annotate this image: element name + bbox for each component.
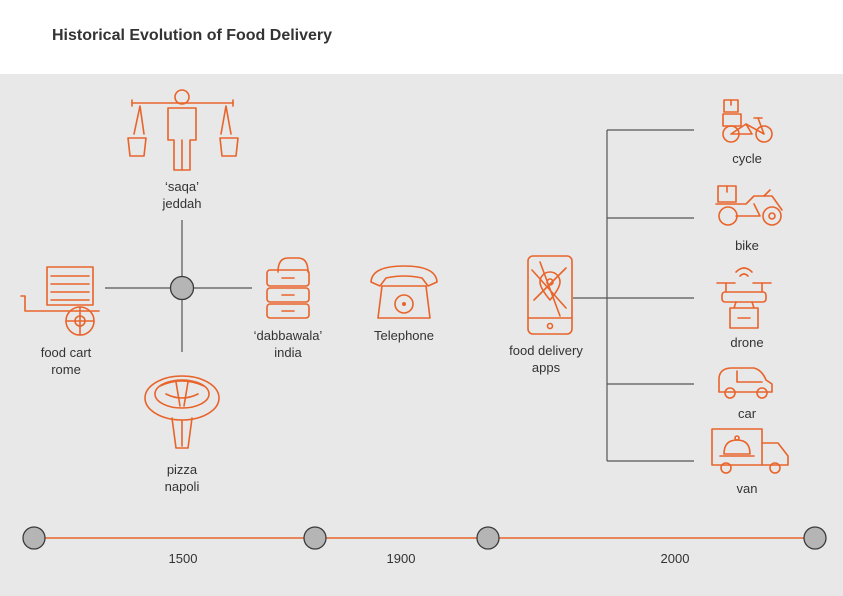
label-line: apps [531,360,561,375]
label-line: napoli [164,479,200,494]
diagram-panel [0,74,843,596]
label-apps: food delivery apps [496,342,596,376]
label-cycle: cycle [732,151,762,166]
vehicle-tree-connector [573,129,694,462]
water-carrier-icon [127,89,239,171]
label-line: food cart [40,345,92,360]
label-food-cart: food cart rome [26,344,106,378]
food-cart-icon [20,266,100,336]
smartphone-map-icon [527,255,573,335]
telephone-icon [370,265,438,319]
motorbike-icon [715,185,783,226]
label-line: Telephone [374,328,434,343]
drone-icon [716,267,772,329]
van-icon [711,428,789,474]
label-line: food delivery [509,343,583,358]
label-bike: bike [735,238,759,253]
timeline-node [803,526,827,550]
pizza-oven-icon [144,375,220,449]
label-line: rome [51,362,81,377]
cross-connector [105,220,252,352]
car-icon [718,367,773,399]
timeline-node [303,526,327,550]
label-line: ‘saqa’ [165,179,199,194]
timeline-node [476,526,500,550]
tiffin-box-icon [266,257,310,319]
page-title: Historical Evolution of Food Delivery [52,27,333,44]
label-line: pizza [166,462,198,477]
label-drone: drone [730,335,764,350]
bicycle-icon [722,99,773,143]
timeline-label-1500: 1500 [168,551,198,566]
label-telephone: Telephone [354,327,454,344]
timeline-label-2000: 2000 [660,551,690,566]
label-saqa: ‘saqa’ jeddah [142,178,222,212]
cross-node [169,275,195,301]
timeline-label-1900: 1900 [386,551,416,566]
label-car: car [737,406,757,421]
label-line: india [274,345,302,360]
label-pizza: pizza napoli [142,461,222,495]
timeline-node [22,526,46,550]
label-dabbawala: ‘dabbawala’ india [238,327,338,361]
label-line: jeddah [162,196,202,211]
timeline [22,526,827,550]
label-van: van [736,481,758,496]
label-line: ‘dabbawala’ [253,328,323,343]
